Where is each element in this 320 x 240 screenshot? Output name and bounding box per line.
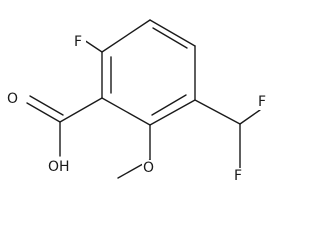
bond-ring-c5-c6	[101, 97, 151, 126]
bond-chf2-f-top	[239, 109, 261, 125]
bond-carbonyl-double-a	[26, 102, 61, 123]
atom-fluorine-bottom: F	[234, 168, 242, 184]
atom-fluorine-ring: F	[74, 34, 82, 50]
bond-ring-carboxyl	[59, 97, 103, 123]
bond-carbonyl-double-b	[29, 95, 64, 116]
atom-carbonyl-oxygen: O	[7, 91, 18, 107]
molecule-structure: F O OH O F F	[7, 19, 267, 184]
bond-ring-double-top	[152, 27, 188, 49]
benzene-ring	[101, 19, 196, 126]
bond-ring-c1-c2	[101, 19, 151, 53]
bond-ring-double-right	[151, 94, 187, 116]
atom-hydroxyl: OH	[48, 159, 70, 175]
atom-fluorine-top: F	[258, 94, 266, 110]
bond-c-f-ring	[83, 39, 103, 53]
bond-ring-c2-c3	[149, 19, 196, 47]
atom-methoxy-oxygen: O	[143, 160, 154, 176]
bond-ring-chf2	[194, 99, 241, 125]
bond-ring-c4-c5	[149, 99, 196, 126]
